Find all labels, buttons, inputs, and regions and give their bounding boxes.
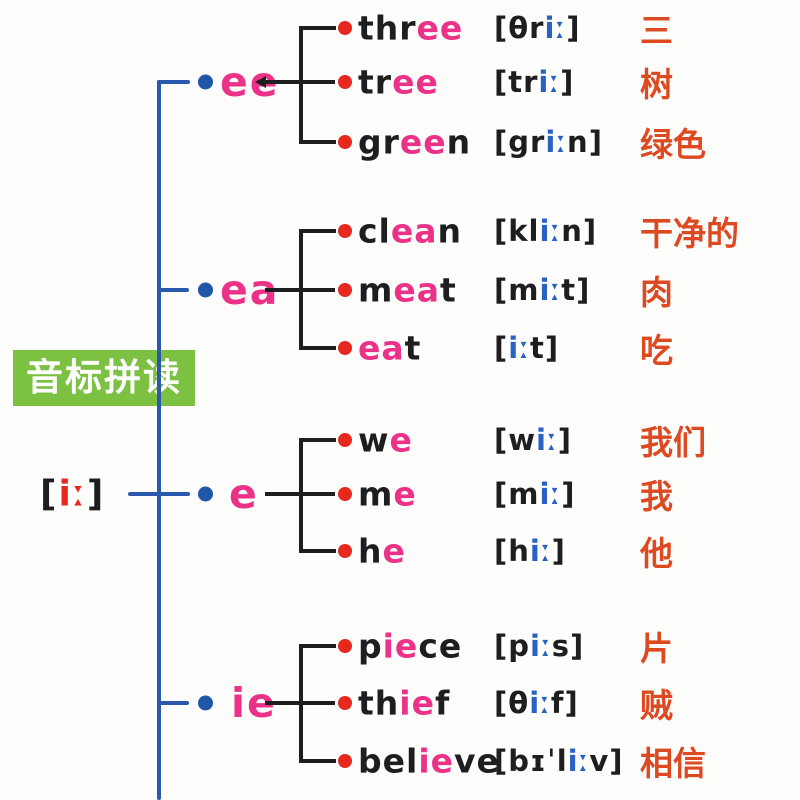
word-text: clean	[358, 211, 463, 251]
branch-dot-icon	[198, 695, 213, 711]
bullet-icon	[338, 75, 352, 89]
bracket-mid-line	[265, 288, 335, 292]
bracket-stub-line	[299, 438, 336, 442]
bracket-stub-line	[299, 26, 336, 30]
branch-label-e: e	[229, 470, 259, 518]
bullet-icon	[338, 341, 352, 355]
phonetic-text: [miːt]	[494, 273, 591, 307]
bracket-mid-line	[265, 701, 335, 705]
word-text: believe	[358, 741, 500, 781]
word-text: tree	[358, 62, 439, 102]
word-text: we	[358, 420, 413, 460]
branch-dot-icon	[198, 282, 213, 298]
bracket-stub-line	[299, 229, 336, 233]
bullet-icon	[338, 754, 352, 768]
bracket-mid-line	[265, 80, 335, 84]
branch-stub-line-ea	[157, 288, 189, 292]
meaning-text: 肉	[640, 274, 673, 311]
bracket-stub-line	[299, 346, 336, 350]
word-text: eat	[358, 328, 422, 368]
meaning-text: 他	[640, 535, 673, 572]
phonetic-text: [piːs]	[494, 629, 585, 663]
bullet-icon	[338, 224, 352, 238]
bullet-icon	[338, 283, 352, 297]
meaning-text: 干净的	[640, 215, 739, 252]
word-text: me	[358, 474, 417, 514]
word-text: thief	[358, 683, 451, 723]
bracket-stub-line	[299, 759, 336, 763]
bracket-stub-line	[299, 140, 336, 144]
trunk-corner-line	[157, 80, 190, 84]
bullet-icon	[338, 21, 352, 35]
phonetic-text: [miː]	[494, 477, 576, 511]
bullet-icon	[338, 487, 352, 501]
bullet-icon	[338, 696, 352, 710]
meaning-text: 三	[640, 12, 673, 49]
phonetic-text: [θiːf]	[494, 686, 579, 720]
word-text: three	[358, 8, 464, 48]
phonetic-text: [wiː]	[494, 423, 573, 457]
phonetic-text: [griːn]	[494, 125, 603, 159]
bracket-mid-line	[265, 492, 335, 496]
meaning-text: 吃	[640, 332, 673, 369]
word-text: he	[358, 531, 406, 571]
root-phoneme-text: [iː]	[40, 473, 106, 515]
phonetic-text: [hiː]	[494, 534, 566, 568]
word-text: piece	[358, 626, 463, 666]
trunk-line	[157, 80, 161, 800]
word-text: meat	[358, 270, 457, 310]
bracket-stub-line	[299, 549, 336, 553]
meaning-text: 片	[640, 630, 673, 667]
meaning-text: 树	[640, 66, 673, 103]
phonetic-text: [bɪˈliːv]	[494, 744, 624, 778]
meaning-text: 我们	[640, 424, 706, 461]
meaning-text: 我	[640, 478, 673, 515]
badge-title: 音标拼读	[13, 350, 195, 407]
phonetic-text: [kliːn]	[494, 214, 598, 248]
bullet-icon	[338, 433, 352, 447]
bracket-vertical-line	[299, 26, 303, 144]
branch-dot-icon	[198, 74, 213, 90]
phonetic-text: [θriː]	[494, 11, 581, 45]
arrow-left-icon	[255, 76, 266, 88]
meaning-text: 贼	[640, 687, 673, 724]
phonetic-text: [triː]	[494, 65, 575, 99]
meaning-text: 相信	[640, 745, 706, 782]
bullet-icon	[338, 135, 352, 149]
word-text: green	[358, 122, 472, 162]
bullet-icon	[338, 544, 352, 558]
branch-dot-icon	[198, 486, 213, 502]
bracket-stub-line	[299, 644, 336, 648]
bullet-icon	[338, 639, 352, 653]
branch-stub-line-ie	[157, 701, 189, 705]
phonetic-text: [iːt]	[494, 331, 560, 365]
meaning-text: 绿色	[640, 126, 706, 163]
